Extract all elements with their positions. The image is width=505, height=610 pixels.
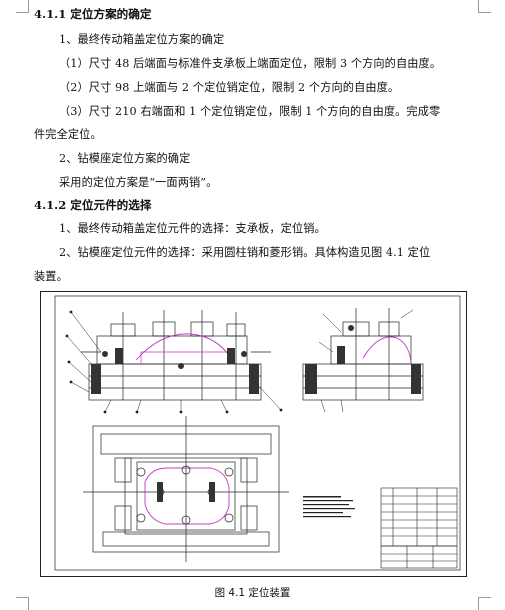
- section-heading-4-1-1: 4.1.1 定位方案的确定: [34, 7, 152, 21]
- paragraph-element-item2-continued: 装置。: [34, 270, 68, 283]
- page-corner-mark: [16, 0, 29, 13]
- fixture-drawing: [54, 295, 461, 571]
- fixture-drawing-figure: [40, 291, 467, 577]
- paragraph-sub2: （2）尺寸 98 上端面与 2 个定位销定位，限制 2 个方向的自由度。: [59, 81, 400, 94]
- paragraph-sub1: （1）尺寸 48 后端面与标准件支承板上端面定位，限制 3 个方向的自由度。: [59, 57, 442, 70]
- page-corner-mark: [478, 0, 491, 13]
- paragraph-item2-text: 采用的定位方案是“一面两销”。: [59, 176, 218, 189]
- section-heading-4-1-2: 4.1.2 定位元件的选择: [34, 198, 152, 212]
- paragraph-sub3: （3）尺寸 210 右端面和 1 个定位销定位，限制 1 个方向的自由度。完成零: [59, 105, 441, 118]
- paragraph-element-item2: 2、钻模座定位元件的选择：采用圆柱销和菱形销。具体构造见图 4.1 定位: [59, 246, 431, 259]
- figure-caption: 图 4.1 定位装置: [214, 587, 291, 599]
- paragraph-item2: 2、钻模座定位方案的确定: [59, 152, 191, 165]
- page-corner-mark: [478, 597, 491, 610]
- paragraph-element-item1: 1、最终传动箱盖定位元件的选择：支承板，定位销。: [59, 222, 326, 235]
- paragraph-sub3-continued: 件完全定位。: [34, 128, 102, 141]
- page-corner-mark: [16, 597, 29, 610]
- paragraph-item1: 1、最终传动箱盖定位方案的确定: [59, 33, 225, 46]
